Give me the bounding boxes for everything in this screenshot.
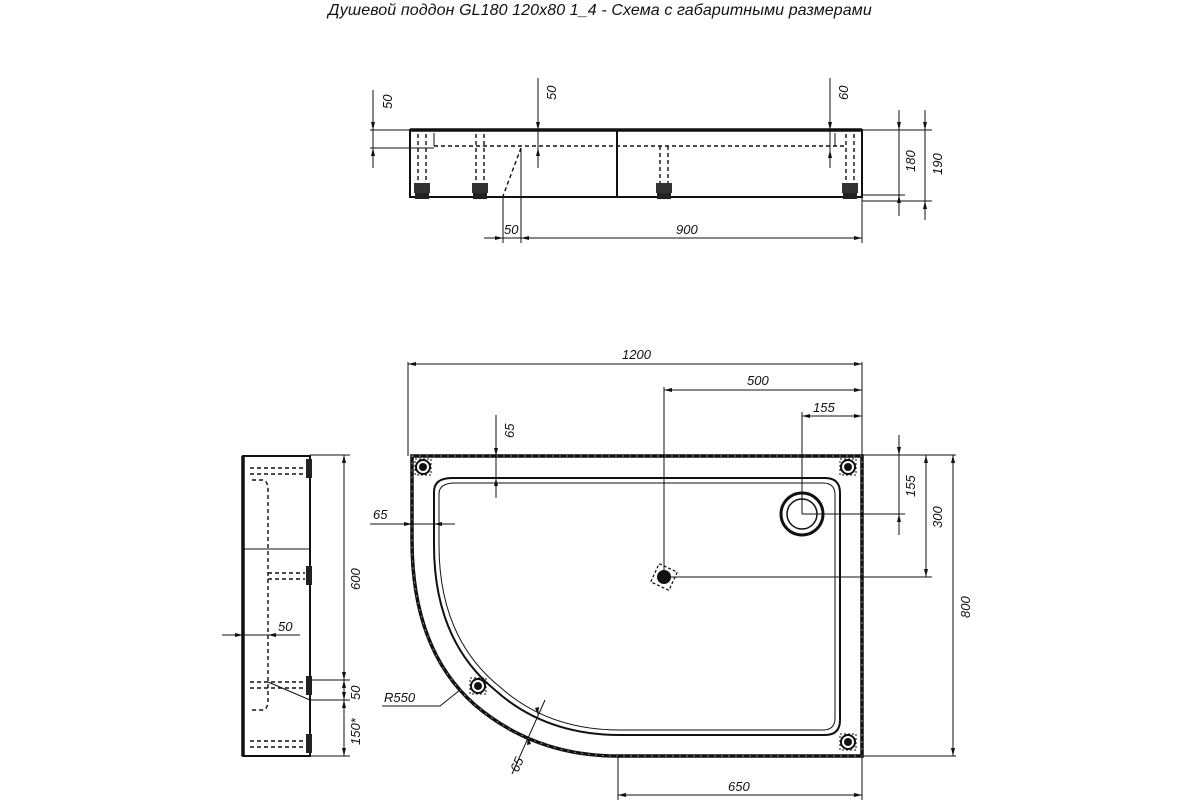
corner-bolt [414,458,432,476]
corner-bolt [839,733,857,751]
dim-overflow-y: 155 [903,475,918,497]
dim-radius: R550 [384,690,416,705]
corner-bolt [469,677,487,695]
corner-bolt [839,458,857,476]
dim-left-rim: 65 [373,507,388,522]
leg [656,146,672,199]
dim-right-rim: 60 [836,85,851,100]
dim-depth: 800 [958,596,973,618]
dim-middle-rim: 50 [544,85,559,100]
dim-left-rim: 50 [380,94,395,109]
dim-overflow-x: 155 [813,400,835,415]
dim-drain-y: 300 [930,506,945,528]
dim-straight-edge: 650 [728,779,750,794]
leg [250,676,312,695]
leg [414,134,430,199]
top-view: 1200 500 155 65 65 155 300 800 [370,347,973,800]
dim-drain-span: 900 [676,222,698,237]
front-view: 50 50 60 180 190 50 900 [370,78,945,243]
dim-leg-offset: 50 [348,685,363,700]
dim-arc-rim: 65 [507,754,527,774]
side-view: 600 50 150* 50 [222,454,363,757]
leg [268,566,312,585]
dim-slope-offset: 50 [504,222,519,237]
dim-width: 1200 [622,347,652,362]
dim-side-wall: 50 [278,619,293,634]
leg [842,134,858,199]
dim-side-length: 600 [348,568,363,590]
dim-drain-x: 500 [747,373,769,388]
dim-height-180: 180 [903,150,918,172]
leg [472,134,488,199]
leg [250,459,312,478]
dim-height-190: 190 [930,153,945,175]
drawing-title: Душевой поддон GL180 120x80 1_4 - Схема … [328,2,872,19]
leg [250,734,312,753]
dim-end-offset: 150* [348,717,363,745]
dim-top-rim: 65 [502,423,517,438]
